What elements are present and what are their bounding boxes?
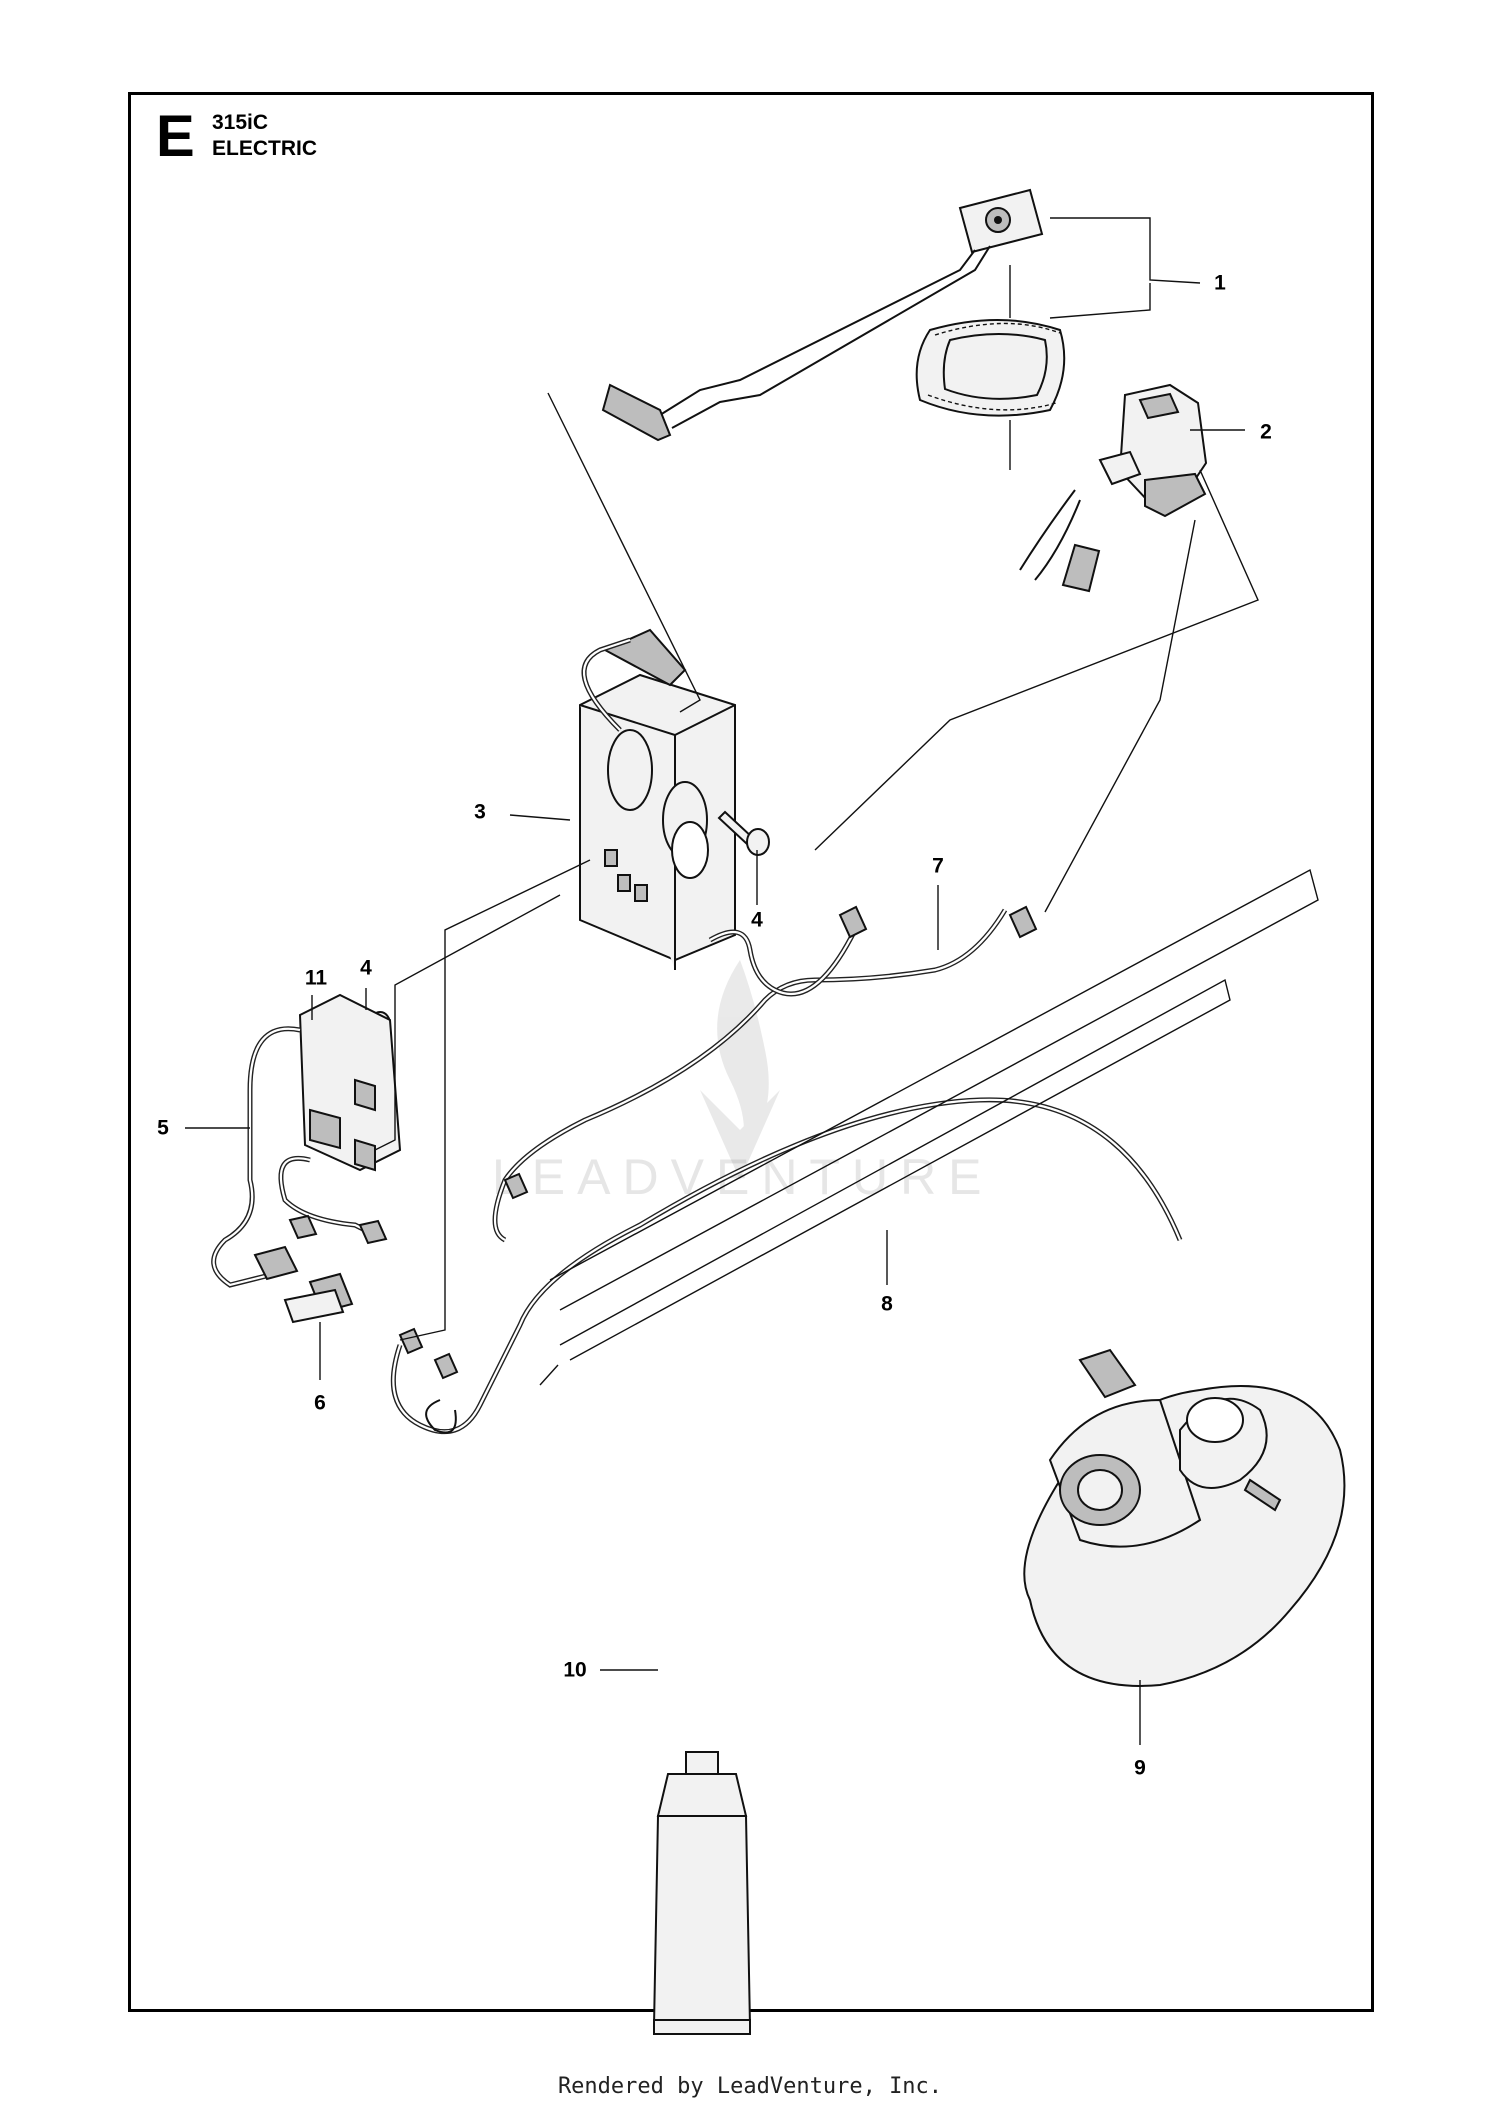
callout-9: 9	[1134, 1756, 1146, 1780]
callout-6: 6	[314, 1391, 326, 1415]
part-1-keypad-ribbon	[601, 188, 1066, 470]
part-7-wire	[492, 905, 1038, 1243]
leader-lines	[185, 217, 1319, 1745]
part-8-motor-wire	[390, 1097, 1183, 1435]
callout-4-upper: 4	[751, 908, 763, 932]
footer-credit: Rendered by LeadVenture, Inc.	[557, 2074, 943, 2099]
callout-3: 3	[474, 800, 486, 824]
part-2-trigger-switch	[1019, 383, 1208, 593]
section-model: 315iC	[212, 111, 269, 134]
callout-10: 10	[563, 1658, 587, 1682]
callout-2: 2	[1260, 420, 1272, 444]
section-name: ELECTRIC	[212, 137, 317, 160]
part-11-terminal-block	[298, 993, 402, 1172]
part-10-grease-tube	[652, 1751, 752, 2035]
part-4-screw-upper	[717, 810, 770, 856]
callout-5: 5	[157, 1116, 169, 1140]
callout-4-lower: 4	[360, 956, 372, 980]
part-5-wiring-harness	[211, 1026, 388, 1288]
callout-11: 11	[304, 966, 328, 990]
diagram-frame	[128, 92, 1374, 2012]
section-letter: E	[156, 104, 195, 169]
part-9-motor-housing	[1023, 1385, 1346, 1687]
watermark-logo	[700, 960, 780, 1180]
part-3-control-board	[579, 628, 736, 970]
callout-1: 1	[1214, 271, 1226, 295]
part-6-fuse	[283, 1272, 354, 1324]
callout-7: 7	[932, 854, 944, 878]
callout-8: 8	[881, 1292, 893, 1316]
